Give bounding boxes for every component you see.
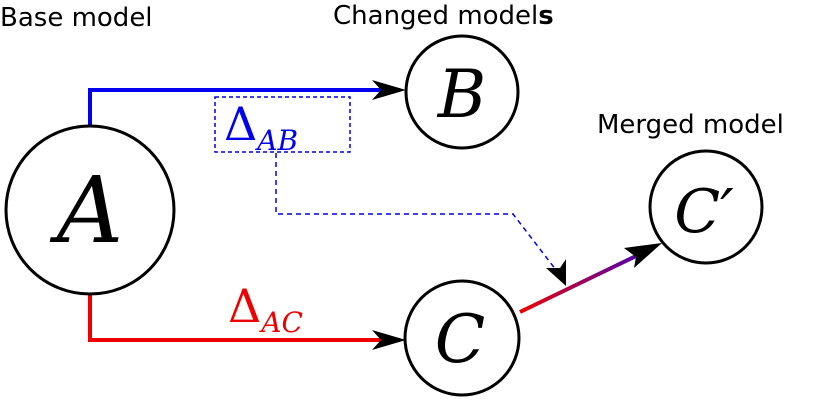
arrowhead-into-c [372, 330, 406, 350]
delta-ac-symbol: Δ [228, 279, 261, 333]
merged-model-label: Merged model [597, 110, 784, 140]
delta-ac-label: ΔAC [228, 279, 303, 339]
changed-models-label-main: Changed model [333, 1, 538, 31]
arrowhead-into-c-prime [624, 243, 662, 268]
edge-c-to-c-prime [519, 254, 637, 314]
node-b-label: B [437, 56, 487, 133]
node-c-prime-label: C′ [674, 177, 734, 247]
edge-a-to-c [88, 295, 400, 342]
base-model-label: Base model [0, 3, 153, 33]
arrowhead-into-b [372, 80, 406, 100]
node-c-label: C [435, 301, 486, 378]
delta-ab-subscript: AB [254, 124, 298, 157]
changed-models-label-bold-s: s [538, 1, 553, 31]
arrowhead-into-merge-edge [546, 259, 566, 286]
delta-ab-symbol: Δ [224, 97, 257, 151]
changed-models-label: Changed models [333, 1, 554, 31]
node-b [404, 34, 520, 150]
node-a [4, 124, 176, 296]
edge-a-to-b [88, 88, 400, 128]
delta-ab-box [214, 96, 351, 153]
delta-ab-influence-arrow [275, 153, 557, 271]
node-a-label: A [49, 157, 123, 264]
delta-ab-label: ΔAB [224, 97, 298, 157]
node-c [403, 279, 521, 397]
node-c-prime [648, 149, 764, 265]
delta-ac-subscript: AC [258, 306, 303, 339]
